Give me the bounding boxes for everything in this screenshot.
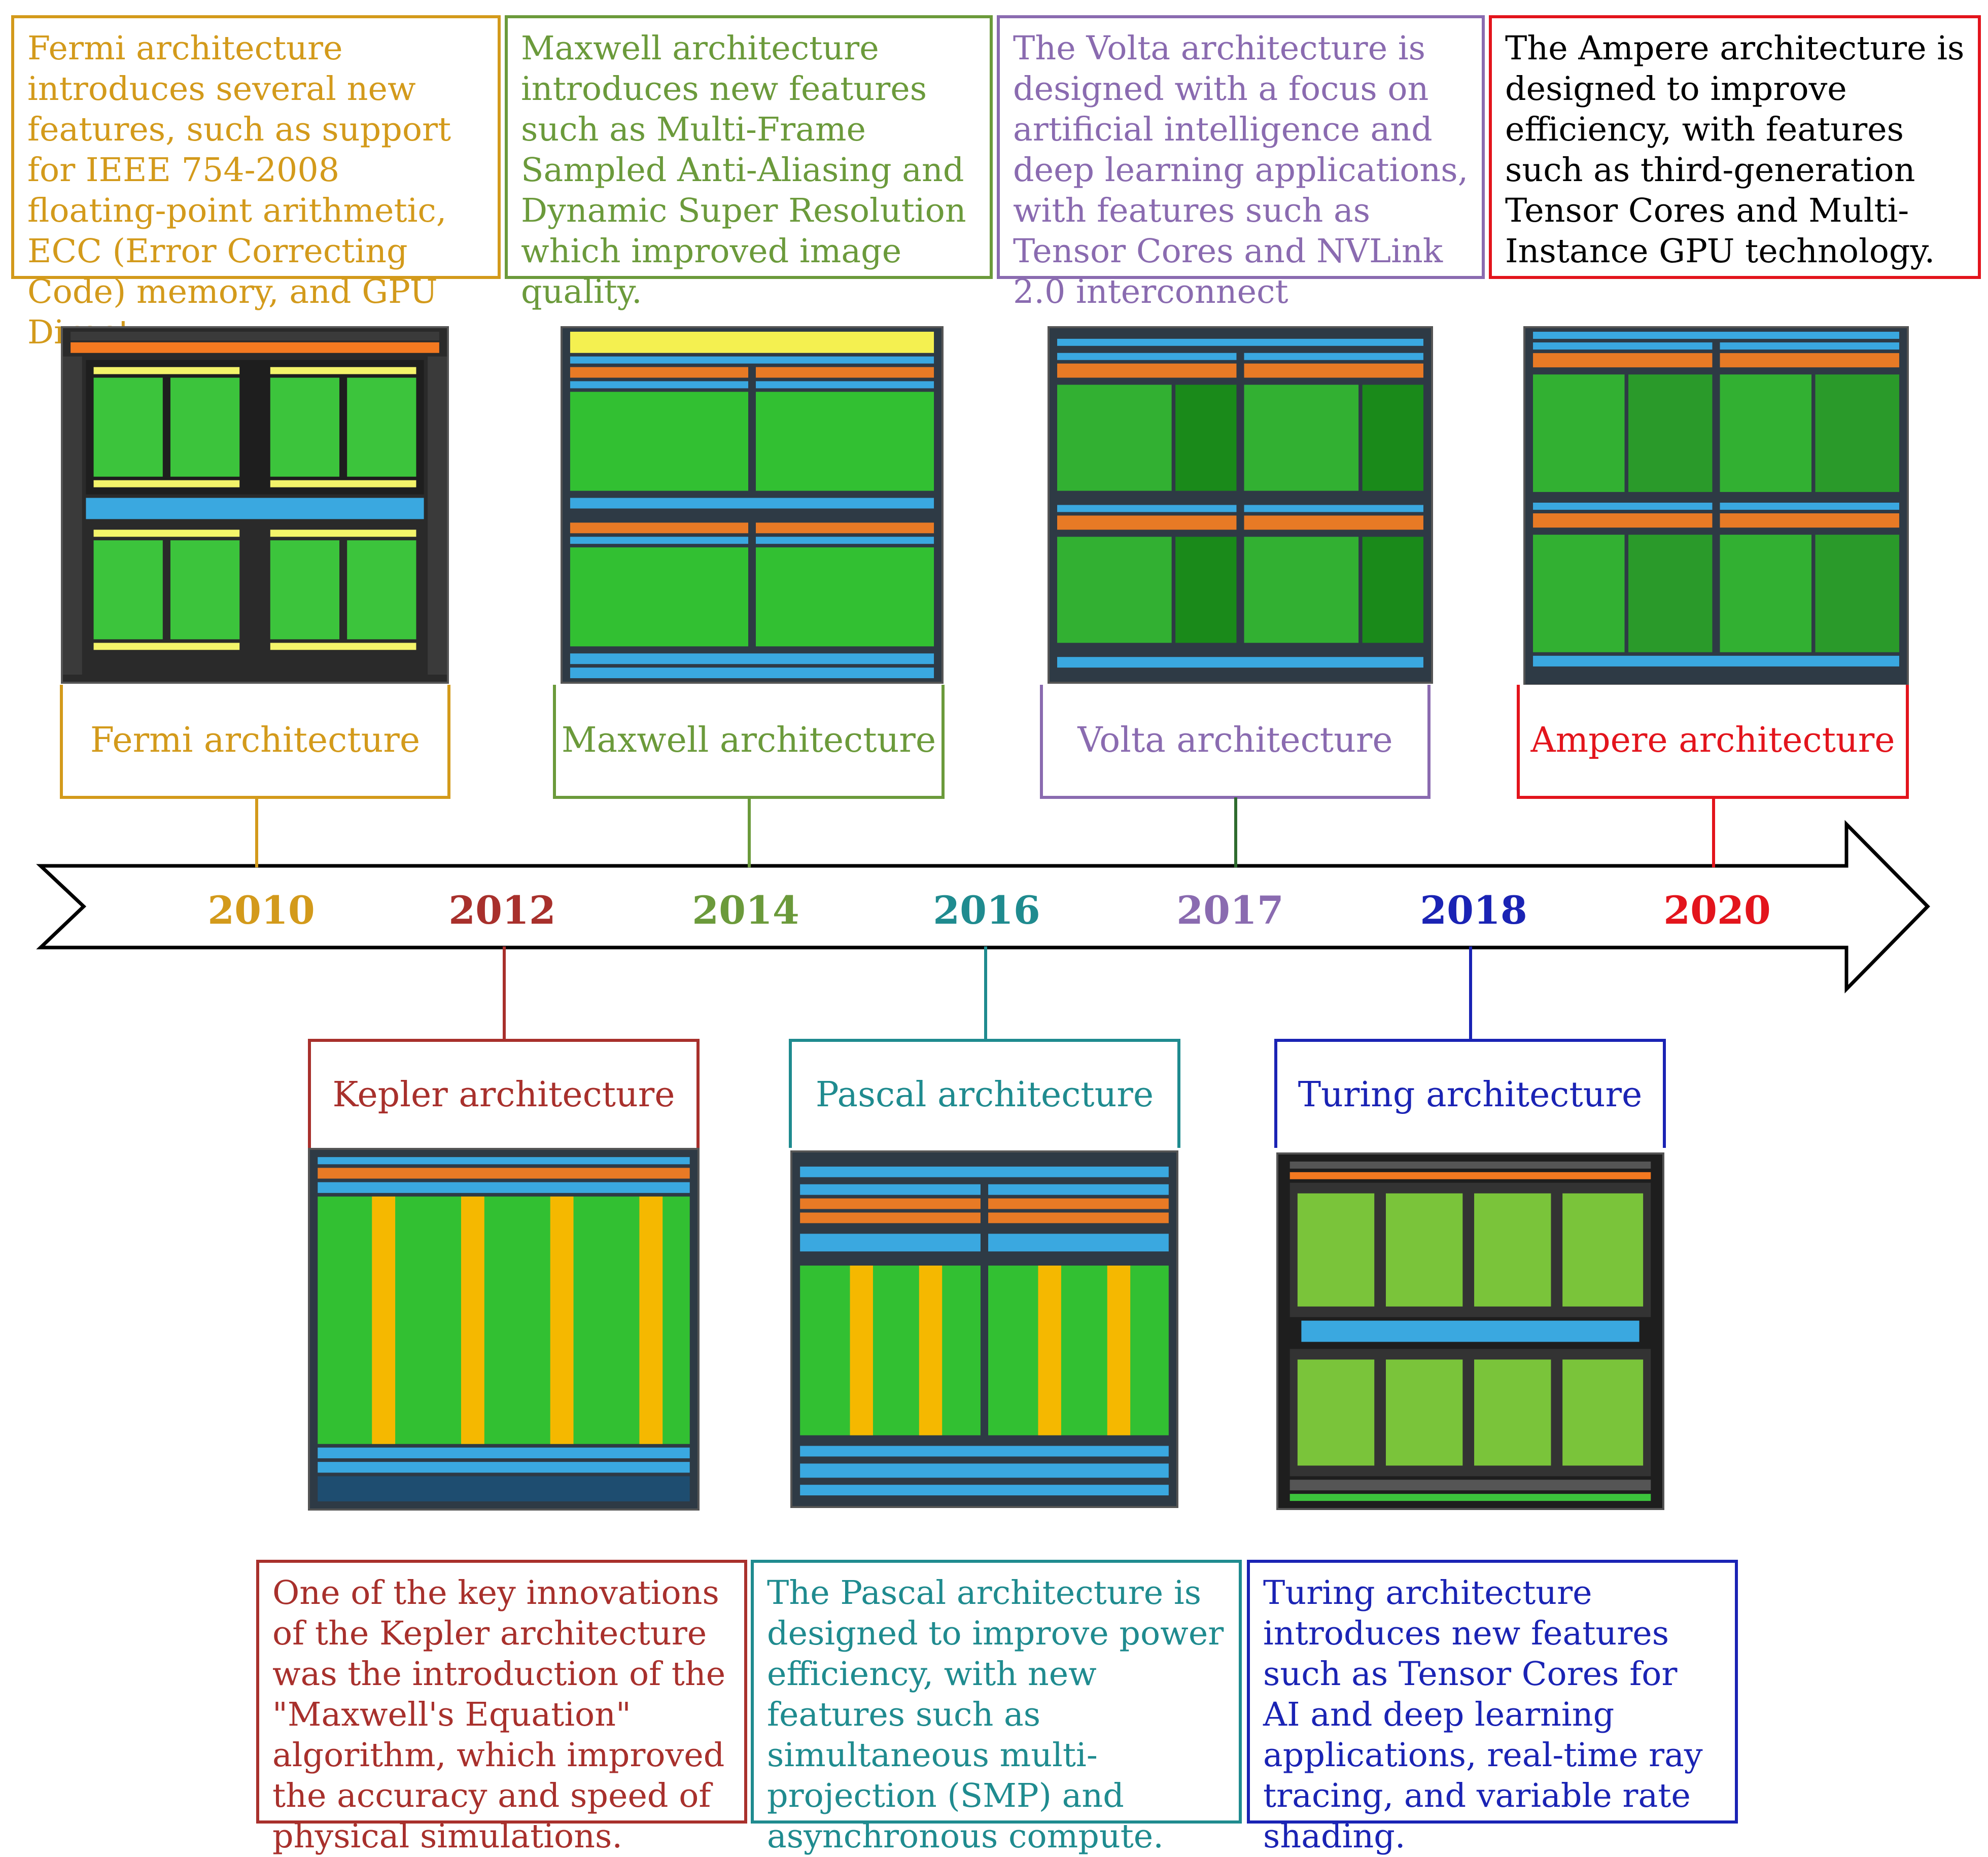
- kepler-description: One of the key innovations of the Kepler…: [256, 1560, 747, 1855]
- fermi-die-diagram: [61, 326, 449, 684]
- turing-description: Turing architecture introduces new featu…: [1247, 1560, 1738, 1855]
- maxwell-title: Maxwell architecture: [553, 685, 945, 799]
- year-2020: 2020: [1663, 888, 1771, 933]
- year-2017: 2017: [1176, 888, 1284, 933]
- maxwell-connector: [748, 797, 751, 867]
- maxwell-description: Maxwell architecture introduces new feat…: [505, 15, 993, 311]
- year-2012: 2012: [448, 888, 556, 933]
- kepler-connector: [503, 947, 506, 1041]
- year-2016: 2016: [933, 888, 1040, 933]
- volta-description: The Volta architecture is designed with …: [997, 15, 1485, 311]
- ampere-title: Ampere architecture: [1517, 685, 1909, 799]
- fermi-title: Fermi architecture: [60, 685, 450, 799]
- turing-title: Turing architecture: [1274, 1039, 1666, 1148]
- pascal-title: Pascal architecture: [789, 1039, 1180, 1148]
- pascal-connector: [984, 947, 987, 1041]
- pascal-sm-diagram: [790, 1150, 1178, 1508]
- volta-sm-diagram: [1048, 326, 1433, 684]
- year-2010: 2010: [207, 888, 315, 933]
- kepler-smx-diagram: [308, 1148, 700, 1511]
- maxwell-smm-diagram: [561, 326, 944, 684]
- ampere-description: The Ampere architecture is designed to i…: [1489, 15, 1981, 279]
- volta-title: Volta architecture: [1040, 685, 1431, 799]
- fermi-connector: [255, 797, 258, 867]
- fermi-description: Fermi architecture introduces several ne…: [11, 15, 501, 352]
- year-2014: 2014: [692, 888, 799, 933]
- volta-connector: [1234, 797, 1237, 867]
- timeline-arrow-shape: [36, 820, 1930, 994]
- turing-connector: [1469, 947, 1472, 1041]
- ampere-sm-diagram: [1523, 326, 1909, 686]
- kepler-title: Kepler architecture: [308, 1039, 700, 1148]
- pascal-description: The Pascal architecture is designed to i…: [751, 1560, 1242, 1855]
- turing-die-diagram: [1276, 1152, 1664, 1510]
- ampere-connector: [1712, 797, 1715, 867]
- year-2018: 2018: [1420, 888, 1527, 933]
